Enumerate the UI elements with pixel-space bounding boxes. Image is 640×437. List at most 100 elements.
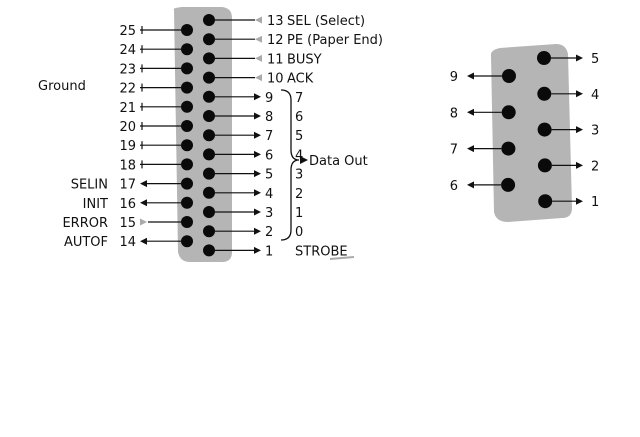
db25-arrow-out-5 — [254, 170, 261, 178]
db25-arrow-in-15 — [140, 218, 147, 226]
db9-pin-4 — [537, 86, 552, 101]
db9-arrow-6 — [467, 181, 474, 189]
db25-pin-12 — [203, 33, 215, 46]
db25-pin-10 — [203, 71, 215, 84]
db25-pin-number-22: 22 — [119, 82, 136, 97]
db9-arrow-5 — [576, 54, 583, 62]
db25-arrow-out-7 — [254, 131, 261, 139]
db9-pin-number-9: 9 — [450, 70, 458, 85]
db25-pin-label-6: 4 — [295, 148, 303, 163]
db25-pin-14 — [181, 235, 193, 248]
data-out-label: Data Out — [309, 154, 368, 169]
db9-right-row-pins: 5 4 3 2 1 — [537, 51, 599, 210]
strobe-underline-mark — [329, 256, 355, 260]
db25-pin-number-24: 24 — [119, 43, 136, 58]
db25-arrow-in-11 — [255, 54, 262, 62]
db9-arrow-3 — [576, 126, 583, 134]
db9-arrow-1 — [576, 197, 583, 205]
db25-pin-number-12: 12 — [267, 33, 284, 48]
db9-pin-3 — [537, 122, 552, 137]
db25-pin-2 — [203, 225, 215, 238]
db25-pin-number-23: 23 — [119, 62, 136, 77]
db25-pin-label-1: STROBE — [295, 244, 348, 259]
db25-pin-number-16: 16 — [119, 197, 136, 212]
db25-arrow-out-17 — [140, 180, 147, 188]
db25-pin-number-18: 18 — [119, 158, 136, 173]
db9-arrow-2 — [576, 161, 583, 169]
db9-arrow-4 — [576, 90, 583, 98]
db25-pin-25 — [181, 24, 193, 36]
db25-pin-7 — [203, 129, 215, 142]
db25-pin-6 — [203, 148, 215, 161]
db9-pin-number-3: 3 — [591, 124, 599, 139]
db25-pin-label-14: AUTOF — [64, 235, 108, 250]
db25-arrow-out-1 — [254, 246, 261, 254]
db25-pin-19 — [181, 139, 193, 152]
db25-arrow-in-10 — [255, 74, 262, 82]
db25-pin-number-21: 21 — [119, 101, 136, 116]
db9-pin-5 — [537, 51, 551, 65]
db25-pin-number-14: 14 — [119, 235, 136, 250]
db25-pin-number-9: 9 — [265, 91, 273, 106]
db25-pin-3 — [203, 206, 215, 218]
db9-pin-2 — [537, 158, 552, 173]
db25-pin-number-13: 13 — [267, 14, 284, 29]
db25-pin-label-3: 1 — [295, 206, 303, 221]
db25-pin-4 — [203, 186, 215, 199]
db25-pin-label-12: PE (Paper End) — [287, 33, 383, 48]
db25-pin-21 — [181, 100, 193, 113]
db9-pin-number-5: 5 — [591, 52, 599, 67]
db25-pin-1 — [203, 244, 215, 257]
db25-pin-number-4: 4 — [265, 187, 273, 202]
db25-pin-8 — [203, 110, 215, 122]
db25-pin-label-10: ACK — [287, 72, 314, 87]
db25-pin-number-17: 17 — [119, 178, 136, 193]
db25-pin-23 — [181, 62, 193, 75]
db9-pin-number-1: 1 — [591, 195, 599, 210]
db25-pin-label-11: BUSY — [287, 52, 322, 67]
db25-pin-5 — [203, 167, 215, 180]
db9-pin-number-8: 8 — [450, 106, 458, 121]
db25-arrow-in-13 — [255, 16, 262, 24]
ground-label: Ground — [38, 79, 86, 94]
db25-pin-label-9: 7 — [295, 91, 303, 106]
db25-pin-number-2: 2 — [265, 225, 273, 240]
db25-pin-label-7: 5 — [295, 129, 303, 144]
db25-arrow-out-6 — [254, 150, 261, 158]
db9-pin-1 — [538, 194, 553, 209]
db25-pin-label-15: ERROR — [62, 216, 108, 231]
db9-pin-number-4: 4 — [591, 88, 599, 103]
db9-pin-8 — [501, 105, 516, 120]
db9-arrow-9 — [467, 72, 474, 80]
db25-pin-16 — [181, 196, 193, 209]
db9-arrow-8 — [467, 108, 474, 116]
db25-pin-number-25: 25 — [119, 24, 136, 39]
db25-arrow-out-16 — [140, 199, 147, 207]
db25-pin-number-10: 10 — [267, 72, 284, 87]
db25-arrow-out-3 — [254, 208, 261, 216]
data-out-bracket — [280, 89, 300, 241]
db9-pin-number-6: 6 — [450, 179, 458, 194]
db9-pin-9 — [502, 69, 516, 83]
db25-pin-number-20: 20 — [119, 120, 136, 135]
db25-pin-label-8: 6 — [295, 110, 303, 125]
db25-arrow-out-2 — [254, 227, 261, 235]
db25-pin-15 — [181, 216, 193, 228]
db25-pin-label-4: 2 — [295, 187, 303, 202]
db25-pin-label-13: SEL (Select) — [287, 14, 365, 29]
db25-pin-9 — [203, 90, 215, 103]
db9-pin-number-2: 2 — [591, 159, 599, 174]
db25-bottom-row-pins: 252423222120191817SELIN16INIT15ERROR14AU… — [62, 24, 193, 250]
db25-pin-number-19: 19 — [119, 139, 136, 154]
db25-pin-label-16: INIT — [83, 197, 108, 212]
db25-pin-number-1: 1 — [265, 244, 273, 259]
db25-pin-11 — [203, 52, 215, 65]
db25-pin-22 — [181, 81, 193, 94]
db25-pin-18 — [181, 158, 193, 171]
db25-pin-label-2: 0 — [295, 225, 303, 240]
db9-pin-6 — [501, 177, 516, 192]
db25-pin-number-5: 5 — [265, 168, 273, 183]
db25-arrow-in-12 — [255, 35, 262, 43]
